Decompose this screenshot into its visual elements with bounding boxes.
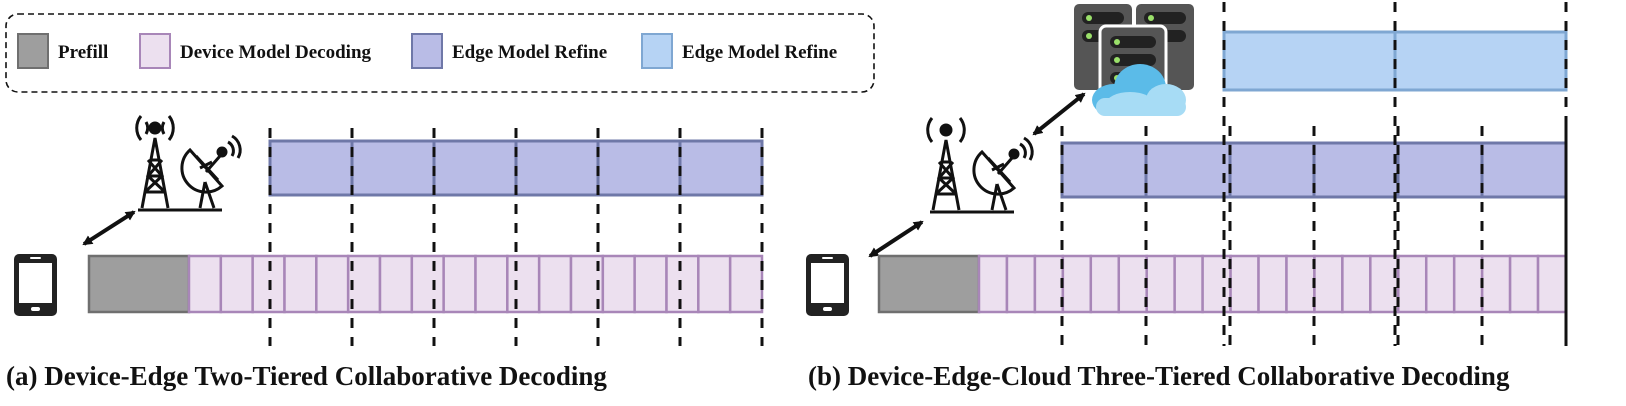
bidirectional-arrow-icon [82, 210, 136, 246]
cloud-refine-track [1222, 30, 1568, 92]
panel-b: (b) Device-Edge-Cloud Three-Tiered Colla… [806, 2, 1568, 391]
device-decoding-step [601, 254, 636, 314]
caption-b: (b) Device-Edge-Cloud Three-Tiered Colla… [808, 361, 1510, 391]
edge-refine-segment [596, 139, 682, 197]
prefill-block [877, 254, 981, 314]
legend-label-prefill: Prefill [58, 42, 108, 63]
device-decoding-step [697, 254, 732, 314]
device-decoding-step [1257, 254, 1288, 314]
legend-swatch-device [139, 33, 171, 69]
bidirectional-arrow-icon [868, 220, 924, 258]
device-decoding-step [315, 254, 350, 314]
device-decoding-step [537, 254, 573, 314]
device-decoding-step [1201, 254, 1232, 314]
smartphone-icon [14, 254, 57, 316]
device-decoding-step [1145, 254, 1176, 314]
device-decoding-step [1229, 254, 1260, 314]
device-decoding-track [977, 254, 1568, 314]
device-decoding-step [410, 254, 445, 314]
device-decoding-step [1033, 254, 1065, 314]
edge-refine-segment [1060, 141, 1148, 199]
device-decoding-step [1089, 254, 1121, 314]
device-decoding-step [633, 254, 668, 314]
device-decoding-step [1005, 254, 1037, 314]
legend-label-device: Device Model Decoding [180, 42, 372, 63]
cell-tower-icon [135, 115, 175, 209]
caption-a: (a) Device-Edge Two-Tiered Collaborative… [6, 361, 607, 391]
cloud-refine-segment [1222, 30, 1397, 92]
device-decoding-step [506, 254, 541, 314]
cloud-refine-segment [1393, 30, 1568, 92]
edge-refine-segment [1312, 141, 1400, 199]
legend-label-edge: Edge Model Refine [452, 42, 607, 63]
cell-tower-icon [926, 117, 966, 211]
device-decoding-step [1061, 254, 1093, 314]
legend-item-device-decoding: Device Model Decoding [139, 33, 372, 69]
legend-item-edge-refine: Edge Model Refine [411, 33, 607, 69]
smartphone-icon [806, 254, 849, 316]
device-decoding-step [283, 254, 318, 314]
device-decoding-step [1173, 254, 1204, 314]
edge-refine-segment [514, 139, 600, 197]
device-decoding-step [1508, 254, 1540, 314]
edge-refine-segment [350, 139, 436, 197]
satellite-dish-icon [930, 136, 1034, 214]
device-decoding-step [1397, 254, 1428, 314]
legend: Prefill Device Model Decoding Edge Model… [5, 13, 875, 93]
device-decoding-step [1369, 254, 1400, 314]
legend-item-cloud-refine: Edge Model Refine [641, 33, 837, 69]
device-decoding-step [442, 254, 477, 314]
device-decoding-step [665, 254, 700, 314]
device-decoding-step [728, 254, 764, 314]
legend-swatch-edge [411, 33, 443, 69]
panel-a: (a) Device-Edge Two-Tiered Collaborative… [6, 115, 764, 391]
device-decoding-step [1117, 254, 1148, 314]
legend-swatch-cloud [641, 33, 673, 69]
device-decoding-step [1424, 254, 1456, 314]
legend-item-prefill: Prefill [17, 33, 108, 69]
legend-frame [5, 13, 875, 93]
device-decoding-step [1341, 254, 1372, 314]
device-decoding-track [187, 254, 764, 314]
device-decoding-step [977, 254, 1009, 314]
edge-refine-segment [1228, 141, 1316, 199]
device-decoding-step [474, 254, 509, 314]
satellite-dish-icon [138, 134, 242, 212]
device-decoding-step [1480, 254, 1512, 314]
device-decoding-step [1285, 254, 1316, 314]
edge-refine-segment [678, 139, 764, 197]
cloud-icon [1092, 64, 1186, 116]
device-decoding-step [1452, 254, 1484, 314]
sync-markers [1060, 2, 1568, 346]
edge-refine-segment [1480, 141, 1568, 199]
bidirectional-arrow-icon [1032, 92, 1086, 136]
edge-refine-segment [1144, 141, 1232, 199]
legend-swatch-prefill [17, 33, 49, 69]
device-decoding-step [187, 254, 223, 314]
device-decoding-step [219, 254, 254, 314]
edge-refine-segment [268, 139, 354, 197]
prefill-block [87, 254, 191, 314]
device-decoding-step [378, 254, 414, 314]
edge-refine-segment [1396, 141, 1484, 199]
device-decoding-step [1313, 254, 1344, 314]
device-decoding-step [1536, 254, 1568, 314]
edge-refine-segment [432, 139, 518, 197]
legend-label-cloud: Edge Model Refine [682, 42, 837, 63]
